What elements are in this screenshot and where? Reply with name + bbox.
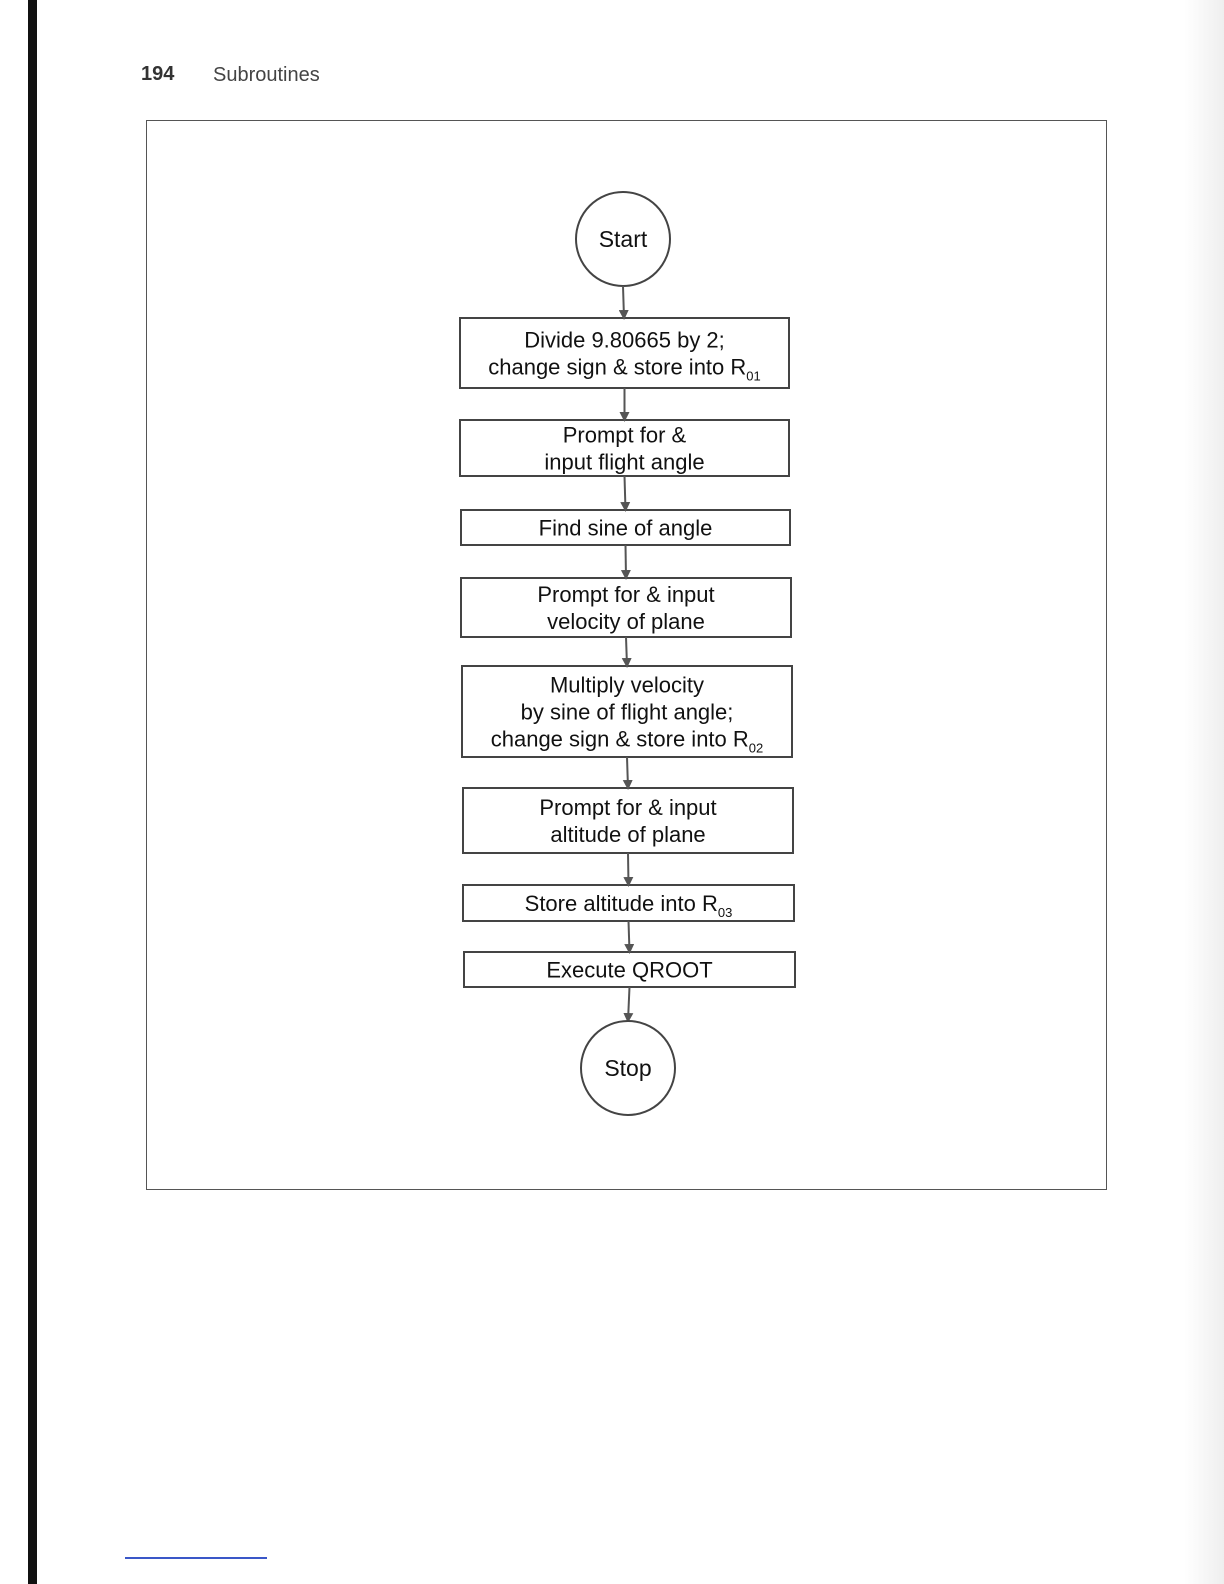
process-step-text: Multiply velocity (550, 673, 704, 698)
page-edge-shadow (1184, 0, 1224, 1584)
step-line-text: input flight angle (544, 450, 704, 475)
process-steps: Divide 9.80665 by 2;change sign & store … (459, 317, 796, 988)
flow-arrow (620, 475, 631, 512)
process-step-text: by sine of flight angle; (521, 700, 734, 725)
process-step: Store altitude into R03 (462, 884, 795, 922)
step-line-text: change sign & store into R (488, 355, 746, 380)
step-line-text: Store altitude into R (525, 891, 718, 916)
flow-arrow (624, 920, 635, 954)
stop-terminal: Stop (580, 1020, 676, 1116)
flow-arrow (618, 285, 629, 320)
step-line-text: Execute QROOT (546, 958, 712, 983)
process-step-text: Prompt for & input (537, 582, 714, 607)
process-step-text: Divide 9.80665 by 2; (524, 328, 725, 353)
process-box (461, 665, 793, 758)
process-step: Execute QROOT (463, 951, 796, 988)
register-subscript: 01 (746, 369, 760, 384)
flow-arrow (623, 852, 634, 887)
process-step: Find sine of angle (460, 509, 791, 546)
flow-arrows (618, 285, 635, 1023)
flow-arrow (620, 544, 631, 580)
process-step: Divide 9.80665 by 2;change sign & store … (459, 317, 790, 389)
step-line-text: change sign & store into R (491, 727, 749, 752)
process-step-text: change sign & store into R01 (488, 355, 761, 384)
start-terminal: Start (575, 191, 671, 287)
flow-arrow (621, 636, 632, 668)
process-step-text: velocity of plane (547, 609, 705, 634)
running-head: Subroutines (213, 64, 320, 86)
process-box (459, 419, 790, 477)
process-step-text: Store altitude into R03 (525, 891, 733, 920)
figure-frame (146, 120, 1107, 1190)
flow-arrow (623, 986, 634, 1023)
register-subscript: 02 (749, 741, 763, 756)
step-line-text: velocity of plane (547, 609, 705, 634)
footer-rule (125, 1557, 267, 1559)
process-step-text: change sign & store into R02 (491, 727, 764, 756)
book-spine-edge (28, 0, 37, 1584)
step-line-text: Prompt for & (563, 423, 687, 448)
process-box (463, 951, 796, 988)
process-box (459, 317, 790, 389)
process-step-text: Execute QROOT (546, 958, 712, 983)
process-step-text: Find sine of angle (539, 516, 713, 541)
page-number: 194 (141, 63, 175, 85)
process-box (460, 509, 791, 546)
register-subscript: 03 (718, 905, 732, 920)
step-line-text: altitude of plane (550, 822, 705, 847)
process-step-text: altitude of plane (550, 822, 705, 847)
stop-label: Stop (604, 1055, 651, 1081)
process-step: Prompt for &input flight angle (459, 419, 790, 477)
step-line-text: by sine of flight angle; (521, 700, 734, 725)
step-line-text: Prompt for & input (537, 582, 714, 607)
start-label: Start (599, 226, 648, 252)
process-box (462, 884, 795, 922)
process-step-text: Prompt for & (563, 423, 687, 448)
process-step-text: input flight angle (544, 450, 704, 475)
step-line-text: Find sine of angle (539, 516, 713, 541)
flow-arrow (622, 756, 633, 790)
step-line-text: Prompt for & input (539, 795, 716, 820)
process-step-text: Prompt for & input (539, 795, 716, 820)
step-line-text: Divide 9.80665 by 2; (524, 328, 725, 353)
step-line-text: Multiply velocity (550, 673, 704, 698)
